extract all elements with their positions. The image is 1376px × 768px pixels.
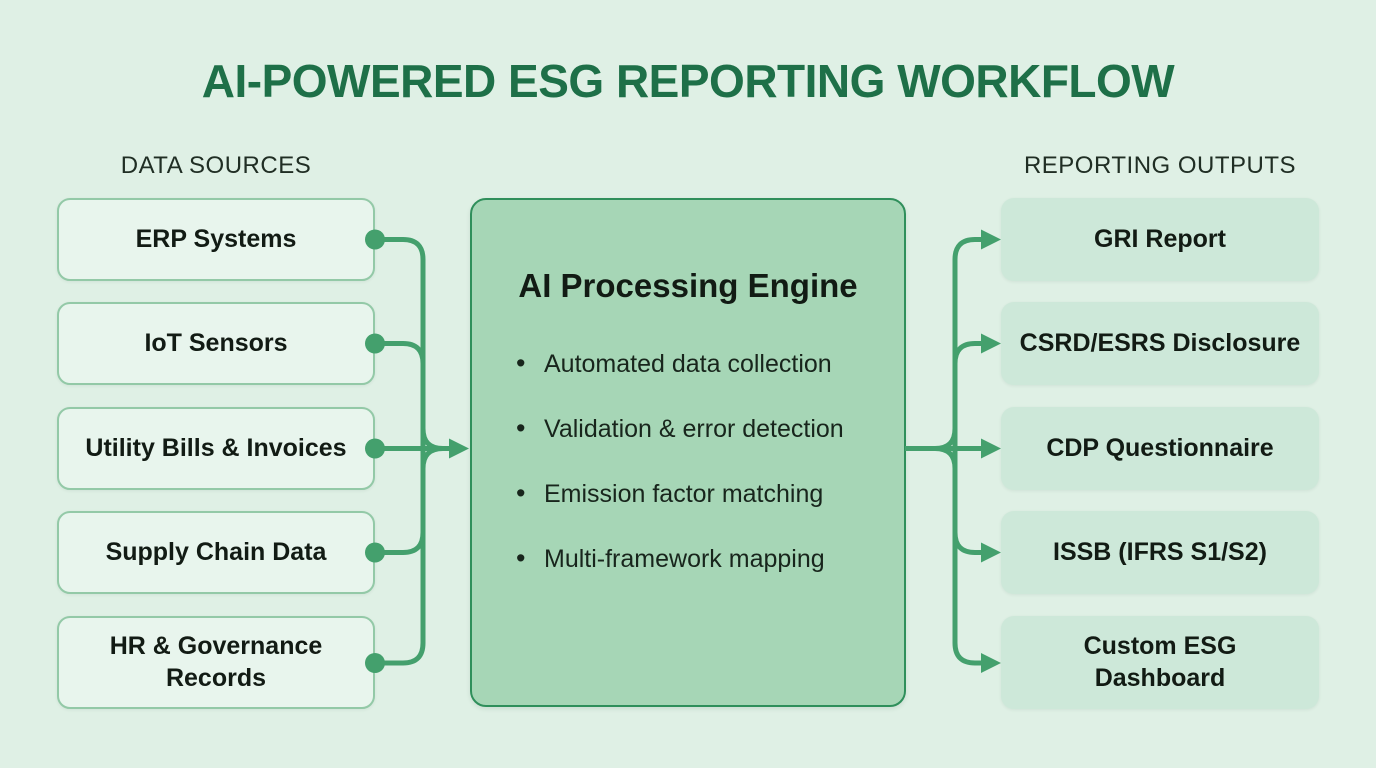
arrow-into-engine [449,438,469,459]
connector-trunk-to-issb [952,532,981,555]
engine-title: AI Processing Engine [518,267,858,304]
connector-left-fork-up [420,428,444,451]
data-sources-header: DATA SOURCES [120,152,312,179]
arrow-to-custom [981,653,1001,673]
connector-iot-to-trunk [375,341,426,449]
connector-right-fork-up [934,428,958,451]
page-title: AI-POWERED ESG REPORTING WORKFLOW [201,55,1175,107]
connector-trunk-to-custom [952,642,981,666]
arrow-to-csrd [981,333,1001,354]
engine-bullet-4: Multi-framework mapping [514,544,862,573]
output-box-issb: ISSB (IFRS S1/S2) [1001,511,1319,594]
output-box-cdp: CDP Questionnaire [1001,407,1319,490]
engine-bullet-1: Automated data collection [514,349,862,378]
source-label-supply-chain: Supply Chain Data [105,537,327,566]
source-box-supply-chain: Supply Chain Data [57,511,375,594]
output-box-csrd: CSRD/ESRS Disclosure [1001,302,1319,385]
arrow-to-issb [981,542,1001,563]
connector-trunk-to-gri [952,237,981,260]
connector-hr-to-trunk [375,448,426,666]
output-label-issb: ISSB (IFRS S1/S2) [1053,537,1267,566]
source-box-utility-bills: Utility Bills & Invoices [57,407,375,490]
source-label-hr-governance: HR & Governance Records [109,632,323,692]
connector-trunk-to-csrd [952,341,981,364]
source-box-hr-governance: HR & Governance Records [57,616,375,709]
engine-bullet-2: Validation & error detection [514,414,862,443]
source-box-erp: ERP Systems [57,198,375,281]
source-label-iot: IoT Sensors [144,328,288,357]
output-label-cdp: CDP Questionnaire [1046,433,1274,462]
source-label-utility-bills: Utility Bills & Invoices [85,433,347,462]
connector-erp-to-trunk [375,237,426,449]
connector-supply-to-trunk [375,448,426,555]
engine-bullet-list: Automated data collection Validation & e… [514,349,862,573]
connector-left-fork-down [420,446,444,469]
source-label-erp: ERP Systems [135,224,297,253]
arrow-to-cdp [981,438,1001,459]
source-box-iot: IoT Sensors [57,302,375,385]
output-label-custom-dashboard: Custom ESG Dashboard [1083,632,1237,692]
ai-processing-engine-box: AI Processing Engine Automated data coll… [470,198,906,707]
output-label-csrd: CSRD/ESRS Disclosure [1019,328,1301,357]
reporting-outputs-header: REPORTING OUTPUTS [1023,152,1297,179]
output-box-gri: GRI Report [1001,198,1319,281]
engine-bullet-3: Emission factor matching [514,479,862,508]
output-label-gri: GRI Report [1094,224,1226,253]
arrow-to-gri [981,229,1001,250]
output-box-custom-dashboard: Custom ESG Dashboard [1001,616,1319,709]
connector-right-fork-down [934,446,958,469]
